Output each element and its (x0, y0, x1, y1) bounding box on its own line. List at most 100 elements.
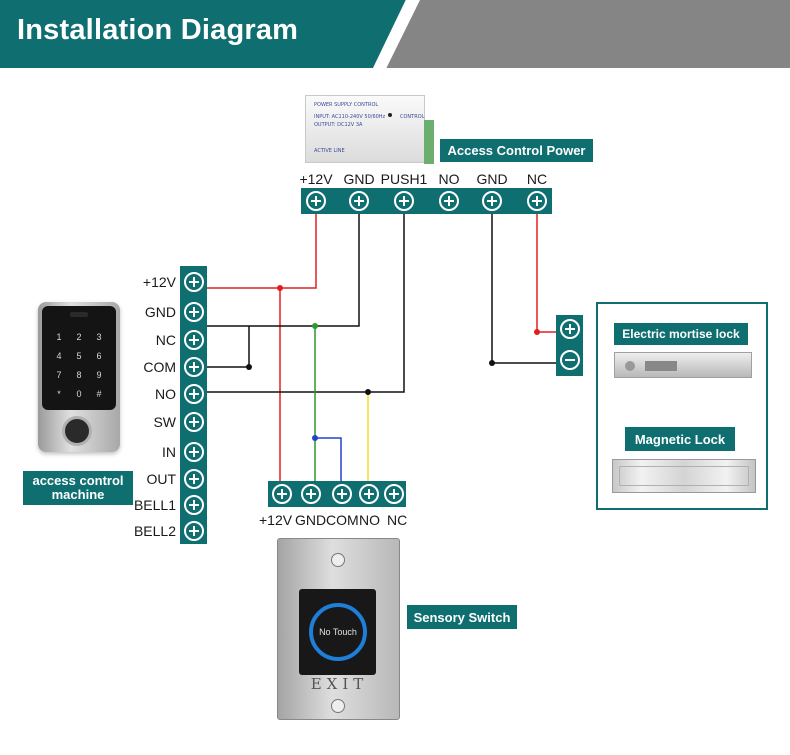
machine-terminal-label: COM (143, 359, 176, 375)
wire-blue (315, 437, 342, 494)
keypad-key: 9 (96, 370, 102, 380)
machine-terminal-label: BELL2 (133, 523, 176, 539)
switch-terminal-gnd (301, 484, 321, 504)
machine-terminal-in (184, 442, 204, 462)
power-terminal-strip (301, 188, 552, 214)
junction-green-dot (312, 323, 318, 329)
switch-terminal-label: COM (326, 512, 359, 528)
psu-label-line1: POWER SUPPLY CONTROL (314, 102, 379, 108)
machine-terminal-label: BELL1 (133, 497, 176, 513)
fingerprint-sensor (62, 416, 92, 446)
keypad-key: 3 (96, 332, 102, 342)
access-control-keypad: 1 2 3 4 5 6 7 8 9 * 0 # (38, 302, 120, 452)
keypad-key: 5 (76, 351, 82, 361)
keypad-key: 1 (56, 332, 62, 342)
machine-terminal-sw (184, 412, 204, 432)
header-bar: Installation Diagram (0, 0, 790, 68)
junction-red-dot-nc (534, 329, 540, 335)
junction-black-dot-com (246, 364, 252, 370)
keypad-key: 8 (76, 370, 82, 380)
power-terminal-label: PUSH1 (380, 171, 428, 187)
lock-terminal-minus (560, 350, 580, 370)
magnetic-lock-device (612, 459, 756, 493)
power-terminal-gnd-4 (482, 191, 502, 211)
psu-led (388, 113, 392, 117)
label-electric-mortise-lock: Electric mortise lock (614, 323, 748, 345)
switch-terminal-label: NC (387, 512, 408, 528)
mortise-screw (625, 361, 635, 371)
psu-label-line2: INPUT: AC110-240V 50/60Hz (314, 114, 386, 120)
machine-terminal-label: NC (155, 332, 176, 348)
label-access-control-power: Access Control Power (440, 139, 593, 162)
psu-label-line4: CONTROL (400, 114, 425, 120)
switch-terminal-label: +12V (259, 512, 293, 528)
psu-label-line3: OUTPUT: DC12V 3A (314, 122, 363, 128)
power-terminal-label: NC (526, 171, 548, 187)
power-terminal-push1-2 (394, 191, 414, 211)
exit-button-plate: No Touch EXIT (277, 538, 400, 720)
machine-terminal-label: OUT (146, 471, 176, 487)
junction-black-dot-no (365, 389, 371, 395)
machine-terminal-label: IN (162, 444, 176, 460)
label-sensory-switch: Sensory Switch (407, 605, 517, 629)
psu-label-line5: ACTIVE LINE (314, 148, 345, 154)
wire-push-black (194, 203, 405, 393)
power-terminal-gnd-1 (349, 191, 369, 211)
machine-terminal-12v (184, 272, 204, 292)
power-terminal-label: NO (438, 171, 460, 187)
machine-terminal-nc (184, 330, 204, 350)
header-teal-band (0, 0, 410, 68)
machine-terminal-com (184, 357, 204, 377)
junction-black-dot-gnd2 (489, 360, 495, 366)
wire-nc-red (536, 203, 570, 333)
keypad-key: # (96, 389, 102, 399)
keypad-key: 6 (96, 351, 102, 361)
power-supply-device: POWER SUPPLY CONTROL INPUT: AC110-240V 5… (305, 95, 425, 163)
plate-screw-bottom (331, 699, 345, 713)
keypad-sensor-window (70, 312, 88, 317)
power-terminal-label: +12V (299, 171, 333, 187)
machine-terminal-out (184, 469, 204, 489)
keypad-key: 2 (76, 332, 82, 342)
power-terminal-12v-0 (306, 191, 326, 211)
psu-terminal-block (424, 120, 434, 164)
page-title: Installation Diagram (17, 14, 299, 46)
junction-red-dot (277, 285, 283, 291)
machine-terminal-label: GND (144, 304, 176, 320)
switch-terminal-com (332, 484, 352, 504)
keypad-key: * (57, 389, 61, 399)
power-terminal-label: GND (343, 171, 375, 187)
machine-terminal-bell2 (184, 521, 204, 541)
keypad-key: 4 (56, 351, 62, 361)
plate-screw-top (331, 553, 345, 567)
switch-terminal-nc (384, 484, 404, 504)
keypad-key: 0 (76, 389, 82, 399)
machine-terminal-gnd (184, 302, 204, 322)
exit-plate-text: EXIT (310, 675, 369, 693)
no-touch-ring: No Touch (309, 603, 367, 661)
junction-blue-dot (312, 435, 318, 441)
lock-terminal-plus (560, 319, 580, 339)
exit-sensor: No Touch (299, 589, 376, 675)
keypad-key: 7 (56, 370, 62, 380)
switch-terminal-label: NO (359, 512, 380, 528)
machine-terminal-no (184, 384, 204, 404)
electric-mortise-lock-device (614, 352, 752, 378)
switch-terminal-no (359, 484, 379, 504)
machine-terminal-label: +12V (142, 274, 176, 290)
wire-gnd-black (194, 203, 360, 327)
no-touch-text: No Touch (319, 627, 357, 637)
power-terminal-no-3 (439, 191, 459, 211)
machine-terminal-label: NO (155, 386, 176, 402)
label-magnetic-lock: Magnetic Lock (625, 427, 735, 451)
power-terminal-label: GND (476, 171, 508, 187)
power-terminal-nc-5 (527, 191, 547, 211)
switch-terminal-label: GND (295, 512, 327, 528)
machine-terminal-bell1 (184, 495, 204, 515)
switch-terminal-12v (272, 484, 292, 504)
wire-12v-red (194, 203, 317, 289)
label-access-control-machine: access control machine (23, 471, 133, 505)
machine-terminal-label: SW (153, 414, 176, 430)
keypad-face: 1 2 3 4 5 6 7 8 9 * 0 # (42, 306, 116, 410)
